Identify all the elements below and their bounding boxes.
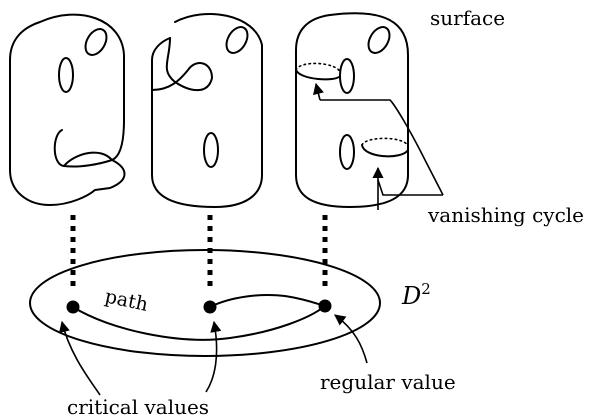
fiber-lines — [70, 215, 328, 292]
arrow-critical-middle — [205, 320, 222, 393]
label-d2: D2 — [401, 280, 431, 310]
path-curve-lower — [72, 305, 326, 341]
vanishing-cycle-upper — [295, 69, 341, 81]
label-path: path — [103, 285, 150, 316]
vanishing-cycle-lower — [361, 144, 409, 158]
arrow-critical-left — [58, 320, 101, 396]
regular-value-point — [318, 299, 332, 313]
arrow-vanishing-upper — [313, 82, 324, 101]
arrow-vanishing-upper-line — [320, 99, 444, 196]
label-surface: surface — [430, 6, 505, 30]
critical-value-point-left — [66, 300, 80, 314]
label-vanishing-cycle: vanishing cycle — [427, 203, 584, 227]
critical-value-point-middle — [203, 300, 217, 314]
surface-left — [9, 13, 126, 206]
arrow-regular-value — [334, 314, 368, 364]
arrow-vanishing-lower-line — [377, 179, 443, 196]
label-critical-values: critical values — [67, 395, 209, 416]
path-curve-upper — [209, 294, 326, 308]
surface-middle — [151, 13, 263, 208]
label-regular-value: regular value — [320, 370, 456, 394]
surface-right — [295, 12, 409, 208]
base-disk — [29, 249, 381, 357]
